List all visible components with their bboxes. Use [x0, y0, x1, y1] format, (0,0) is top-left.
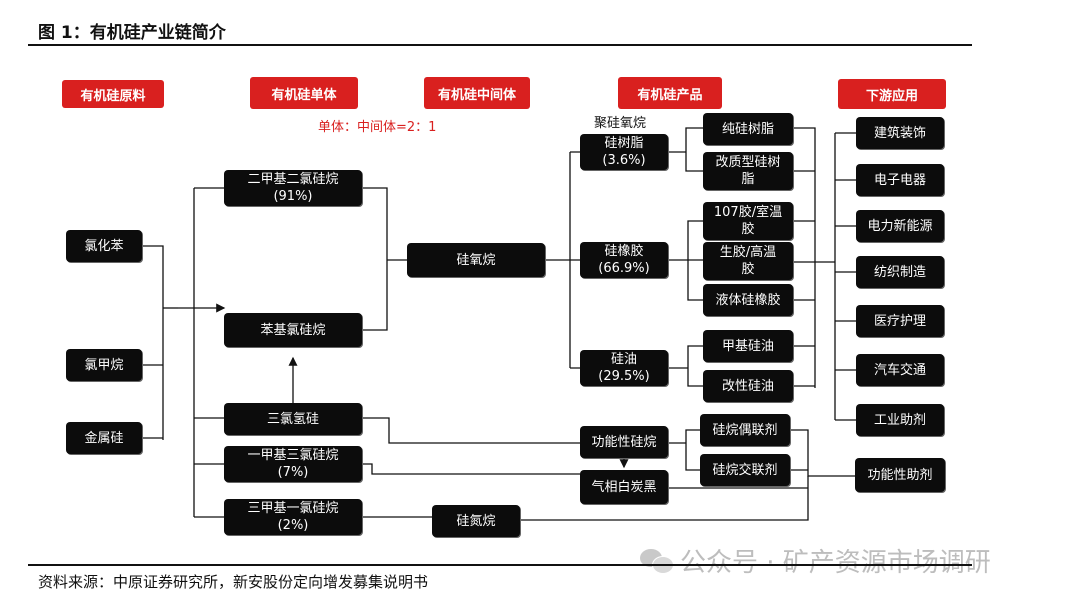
- header-products: 有机硅产品: [618, 77, 722, 109]
- ratio-note: 单体：中间体=2：1: [318, 120, 437, 135]
- watermark: 公众号 · 矿产资源市场调研: [640, 542, 991, 579]
- node-fumed-silica: 气相白炭黑: [580, 470, 668, 504]
- node-functional-silane: 功能性硅烷: [580, 426, 668, 458]
- node-silicone-resin: 硅树脂(3.6%): [580, 134, 668, 170]
- app-medical: 医疗护理: [856, 305, 944, 337]
- node-dimethyldichlorosilane: 二甲基二氯硅烷(91%): [224, 170, 362, 206]
- header-raw-materials: 有机硅原料: [62, 80, 164, 108]
- node-methyl-oil: 甲基硅油: [703, 330, 793, 362]
- node-modified-oil: 改性硅油: [703, 370, 793, 402]
- header-downstream: 下游应用: [838, 79, 946, 109]
- node-trimethylchlorosilane: 三甲基一氯硅烷(2%): [224, 499, 362, 535]
- node-silicone-rubber: 硅橡胶(66.9%): [580, 242, 668, 278]
- app-construction: 建筑装饰: [856, 117, 944, 149]
- node-phenyl-chlorosilane: 苯基氯硅烷: [224, 313, 362, 347]
- bottom-rule: [28, 564, 972, 566]
- header-monomer: 有机硅单体: [250, 77, 358, 109]
- app-electronics: 电子电器: [856, 164, 944, 196]
- node-coupling-agent: 硅烷偶联剂: [700, 414, 790, 446]
- node-crosslinker: 硅烷交联剂: [700, 454, 790, 486]
- polysiloxane-label: 聚硅氧烷: [594, 116, 647, 131]
- node-metal-silicon: 金属硅: [66, 422, 142, 454]
- figure-title: 图 1：有机硅产业链简介: [38, 23, 226, 43]
- app-industrial-additive: 工业助剂: [856, 404, 944, 436]
- node-methyltrichlorosilane: 一甲基三氯硅烷(7%): [224, 446, 362, 482]
- app-power-new-energy: 电力新能源: [856, 210, 944, 242]
- top-rule: [28, 44, 972, 46]
- node-methyl-chloride: 氯甲烷: [66, 349, 142, 381]
- header-intermediate: 有机硅中间体: [424, 77, 530, 109]
- node-silicone-oil: 硅油(29.5%): [580, 350, 668, 386]
- node-rubber-107: 107胶/室温胶: [703, 202, 793, 240]
- node-siloxane: 硅氧烷: [407, 243, 545, 277]
- node-raw-rubber: 生胶/高温胶: [703, 242, 793, 280]
- app-textile: 纺织制造: [856, 256, 944, 288]
- source-note: 资料来源：中原证券研究所，新安股份定向增发募集说明书: [38, 573, 429, 591]
- node-liquid-rubber: 液体硅橡胶: [703, 284, 793, 316]
- node-silazane: 硅氮烷: [432, 505, 520, 537]
- app-functional-additive: 功能性助剂: [855, 458, 945, 492]
- app-automotive: 汽车交通: [856, 354, 944, 386]
- node-chlorobenzene: 氯化苯: [66, 230, 142, 262]
- node-pure-resin: 纯硅树脂: [703, 113, 793, 145]
- node-trichlorosilane: 三氯氢硅: [224, 403, 362, 435]
- node-modified-resin: 改质型硅树脂: [703, 152, 793, 190]
- wechat-icon: [640, 547, 674, 575]
